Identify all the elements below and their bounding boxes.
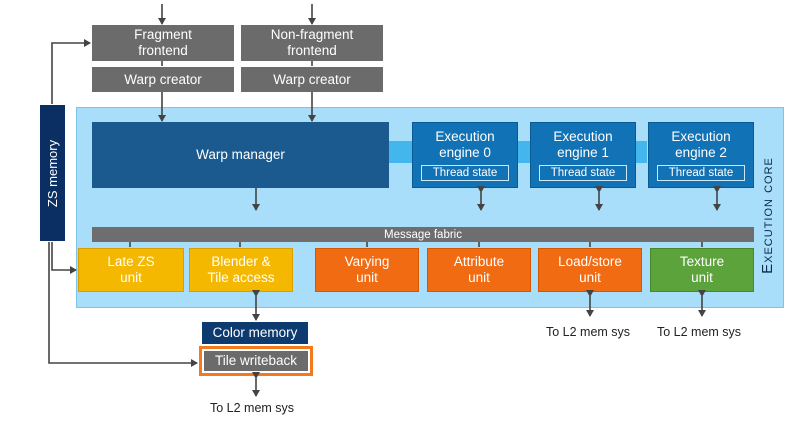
tile-writeback: Tile writeback: [204, 351, 308, 371]
texture-unit: Texture unit: [650, 248, 754, 292]
warp-creator-fragment: Warp creator: [92, 67, 234, 92]
fragment-frontend: Fragment frontend: [92, 25, 234, 61]
load-store-unit: Load/store unit: [538, 248, 642, 292]
execution-engine-0: Execution engine 0 Thread state: [412, 122, 518, 188]
execution-core-label: Execution core: [758, 156, 776, 274]
thread-state-2: Thread state: [657, 165, 745, 181]
warp-creator-non-fragment: Warp creator: [241, 67, 383, 92]
execution-engine-2: Execution engine 2 Thread state: [648, 122, 754, 188]
attribute-unit: Attribute unit: [427, 248, 531, 292]
late-zs-unit: Late ZS unit: [78, 248, 184, 292]
execution-engine-1: Execution engine 1 Thread state: [530, 122, 636, 188]
thread-state-1: Thread state: [539, 165, 627, 181]
thread-state-0: Thread state: [421, 165, 509, 181]
to-l2-label-loadstore: To L2 mem sys: [546, 325, 631, 339]
varying-unit: Varying unit: [315, 248, 419, 292]
zs-memory: ZS memory: [40, 105, 65, 241]
blender-tile-access-unit: Blender & Tile access: [189, 248, 293, 292]
non-fragment-frontend: Non-fragment frontend: [241, 25, 383, 61]
to-l2-label-tile: To L2 mem sys: [210, 401, 295, 415]
message-fabric: Message fabric: [92, 227, 754, 242]
warp-manager: Warp manager: [92, 122, 389, 188]
to-l2-label-texture: To L2 mem sys: [657, 325, 742, 339]
color-memory: Color memory: [202, 322, 308, 344]
